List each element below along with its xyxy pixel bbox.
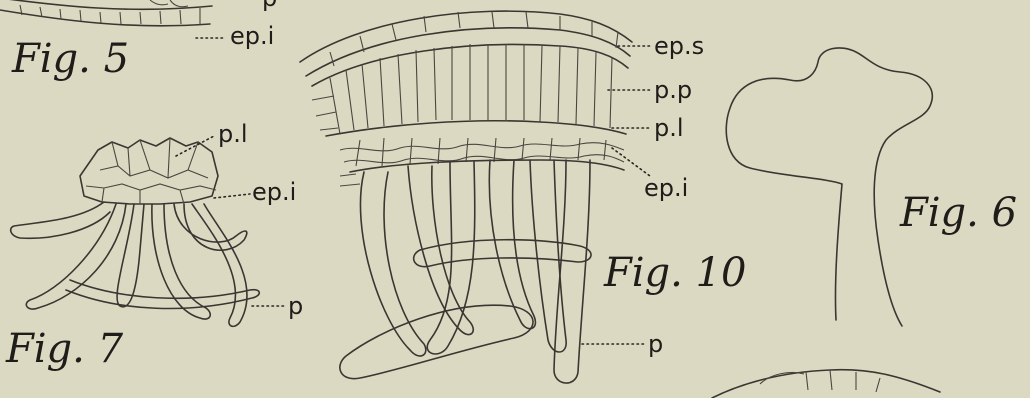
fig10-leader-ep-i xyxy=(612,148,650,176)
fig10-label-ep-i: ep.i xyxy=(644,174,688,202)
fig7-title: Fig. 7 xyxy=(5,326,124,372)
fig5-label-ep-i: ep.i xyxy=(230,22,274,50)
fig7-leader-p-l xyxy=(176,136,214,156)
fig7-tissue-drawing xyxy=(11,138,260,326)
figure-7: p.l ep.i p Fig. 7 xyxy=(5,120,303,372)
fig7-label-p: p xyxy=(288,292,303,320)
figure-6: Fig. 6 xyxy=(726,48,1017,326)
figure-5: p ep.i Fig. 5 xyxy=(0,0,277,82)
fig10-tissue-drawing xyxy=(300,11,632,383)
fig10-label-p: p xyxy=(648,330,663,358)
fig7-leader-ep-i xyxy=(214,194,250,198)
fig5-title: Fig. 5 xyxy=(11,36,129,82)
fig6-outline xyxy=(726,48,932,326)
figure-10: ep.s p.p p.l ep.i p Fig. 10 xyxy=(300,11,746,383)
fig5-label-p: p xyxy=(262,0,277,12)
fig5-tissue-drawing xyxy=(0,0,212,26)
fig7-label-p-l: p.l xyxy=(218,120,248,148)
partial-figure-bottom-right xyxy=(712,370,940,398)
fig7-label-ep-i: ep.i xyxy=(252,178,296,206)
fig10-label-p-p: p.p xyxy=(654,76,692,104)
fig10-label-ep-s: ep.s xyxy=(654,32,704,60)
fig10-title: Fig. 10 xyxy=(603,250,746,296)
fig10-label-p-l: p.l xyxy=(654,114,684,142)
fig6-title: Fig. 6 xyxy=(899,190,1017,236)
